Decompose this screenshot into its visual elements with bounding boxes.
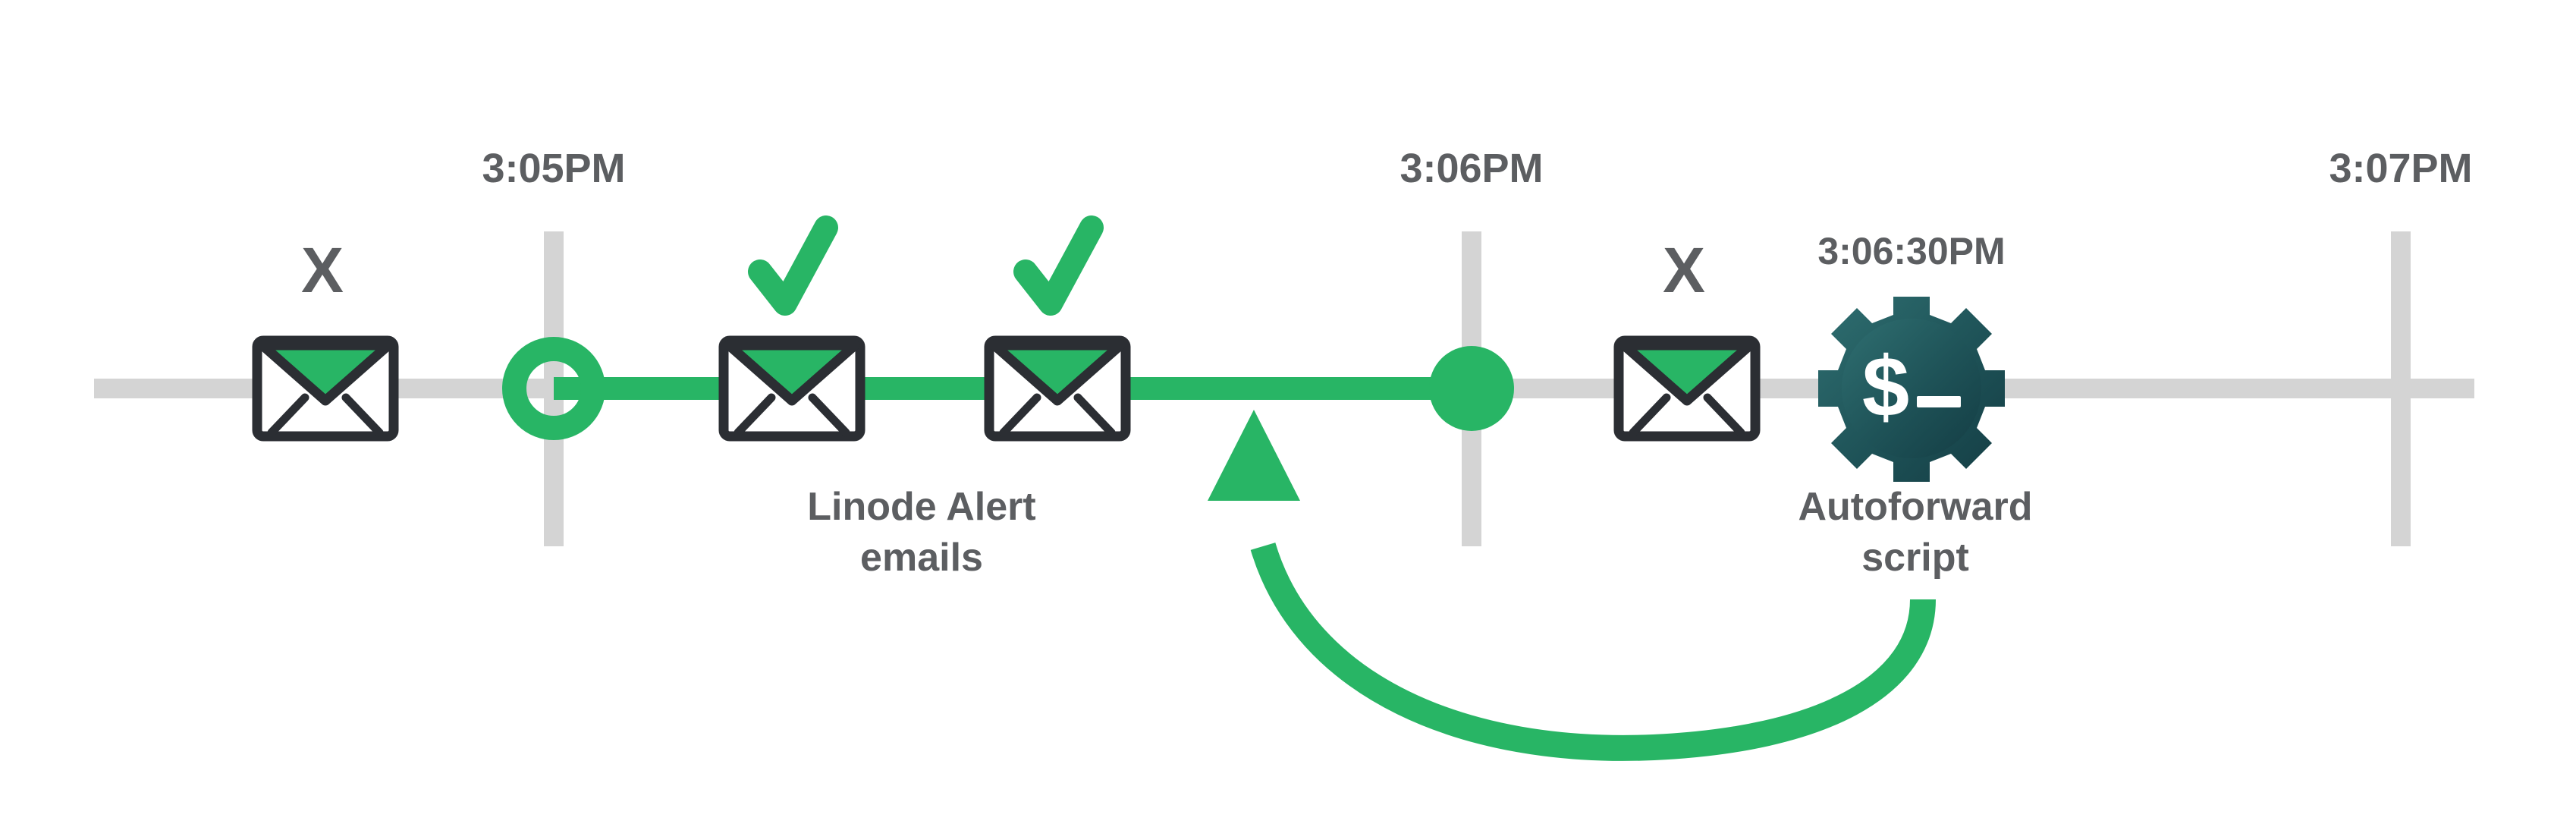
gear-dollar-glyph: $ [1862, 339, 1909, 434]
status-mark-check-2 [1013, 215, 1104, 316]
arrowhead-icon [1208, 410, 1300, 501]
timeline-marker-dot-306[interactable] [1429, 346, 1514, 431]
tick-time-labels: 3:05PM 3:06PM 3:07PM [482, 146, 2472, 191]
status-mark-check-1 [748, 215, 838, 316]
status-mark-x-2: X [1663, 234, 1705, 306]
tick-mark-307 [2391, 231, 2411, 546]
caption-autoforward-script: Autoforward script [1798, 485, 2032, 580]
gear-prompt-underscore [1917, 396, 1961, 407]
autoforward-feedback-arrow [1208, 410, 1936, 761]
envelope-icon-1[interactable] [252, 335, 399, 442]
tick-label-306: 3:06PM [1400, 146, 1543, 191]
envelope-icon-4[interactable] [1613, 335, 1761, 442]
caption-line-2: script [1861, 536, 1969, 580]
status-mark-x-1: X [301, 234, 344, 306]
caption-linode-alert-emails: Linode Alert emails [807, 485, 1035, 580]
check-mark-icon [748, 215, 838, 316]
caption-line-1: Linode Alert [807, 485, 1035, 529]
x-mark-icon: X [1663, 234, 1705, 306]
tick-label-305: 3:05PM [482, 146, 625, 191]
x-mark-icon: X [301, 234, 344, 306]
autoforward-time-label: 3:06:30PM [1817, 230, 2005, 272]
timeline-marker-ring-305[interactable] [502, 337, 605, 440]
envelope-icon-2[interactable] [718, 335, 865, 442]
gear-script-icon[interactable]: $ [1818, 297, 2005, 482]
caption-line-1: Autoforward [1798, 485, 2032, 529]
envelope-icon-3[interactable] [984, 335, 1131, 442]
check-mark-icon [1013, 215, 1104, 316]
tick-label-307: 3:07PM [2329, 146, 2472, 191]
caption-line-2: emails [860, 536, 983, 580]
